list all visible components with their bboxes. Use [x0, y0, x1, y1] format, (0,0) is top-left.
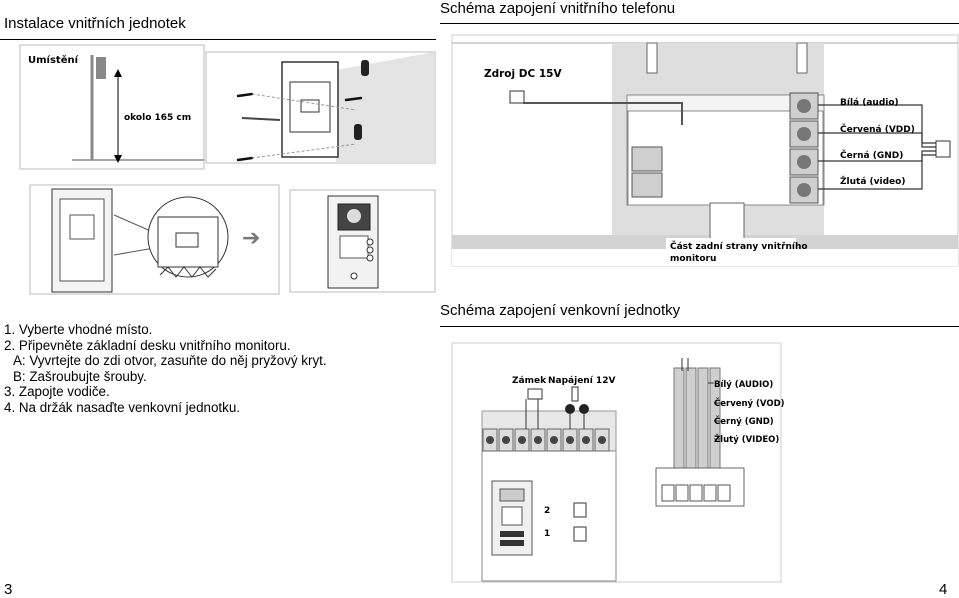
left-page-title: Instalace vnitřních jednotek	[4, 15, 186, 32]
lock-label: Zámek	[512, 376, 547, 386]
plate-detail-figure: ➔	[29, 184, 280, 295]
outdoor-section-title: Schéma zapojení venkovní jednotky	[440, 302, 681, 319]
indoor-yellow-label: Žlutá (video)	[840, 175, 905, 187]
location-label: Umístění	[28, 54, 79, 66]
step-4: 4. Na držák nasaďte venkovní jednotku.	[4, 399, 241, 415]
outdoor-black-label: Černý (GND)	[714, 415, 774, 427]
height-label: okolo 165 cm	[124, 113, 191, 123]
left-page-number: 3	[4, 581, 13, 598]
monitor-figure	[289, 189, 436, 293]
step-3: 3. Zapojte vodiče.	[4, 384, 110, 399]
outdoor-red-label: Červený (VOD)	[714, 397, 785, 409]
installation-steps: 1. Vyberte vhodné místo. 2. Připevněte z…	[4, 322, 327, 415]
indoor-wiring-figure: Zdroj DC 15V Bílá (audio) Červená (VDD) …	[451, 34, 959, 267]
back-label-line2: monitoru	[670, 254, 716, 264]
step-2a: A: Vyvrtejte do zdi otvor, zasuňte do ně…	[13, 353, 327, 368]
right-page-number: 4	[939, 581, 948, 598]
outdoor-n2: 2	[544, 506, 550, 516]
power-label: Zdroj DC 15V	[484, 68, 562, 80]
wall-height-figure: Umístění okolo 165 cm	[19, 44, 205, 170]
back-label-line1: Část zadní strany vnitřního	[670, 240, 808, 252]
indoor-section-title: Schéma zapojení vnitřního telefonu	[440, 0, 676, 17]
mounting-plate-figure	[205, 51, 436, 164]
indoor-black-label: Černá (GND)	[840, 149, 903, 161]
step-2: 2. Připevněte základní desku vnitřního m…	[4, 337, 291, 353]
indoor-red-label: Červená (VDD)	[840, 123, 915, 135]
arrow-right-icon: ➔	[242, 225, 260, 250]
outdoor-power-label: Napájení 12V	[548, 376, 615, 386]
left-title-rule	[0, 39, 436, 40]
outdoor-white-label: Bílý (AUDIO)	[714, 380, 773, 390]
step-1: 1. Vyberte vhodné místo.	[4, 322, 153, 337]
right-title-rule	[440, 23, 959, 24]
step-2b: B: Zašroubujte šrouby.	[13, 368, 147, 384]
outdoor-title-rule	[440, 326, 959, 327]
indoor-white-label: Bílá (audio)	[840, 98, 899, 108]
outdoor-wiring-figure: 2 1 Zámek Napájení 12V Bílý (AUDIO) Červ…	[451, 342, 785, 583]
outdoor-yellow-label: Žlutý (VIDEO)	[714, 433, 779, 445]
outdoor-n1: 1	[544, 529, 550, 539]
